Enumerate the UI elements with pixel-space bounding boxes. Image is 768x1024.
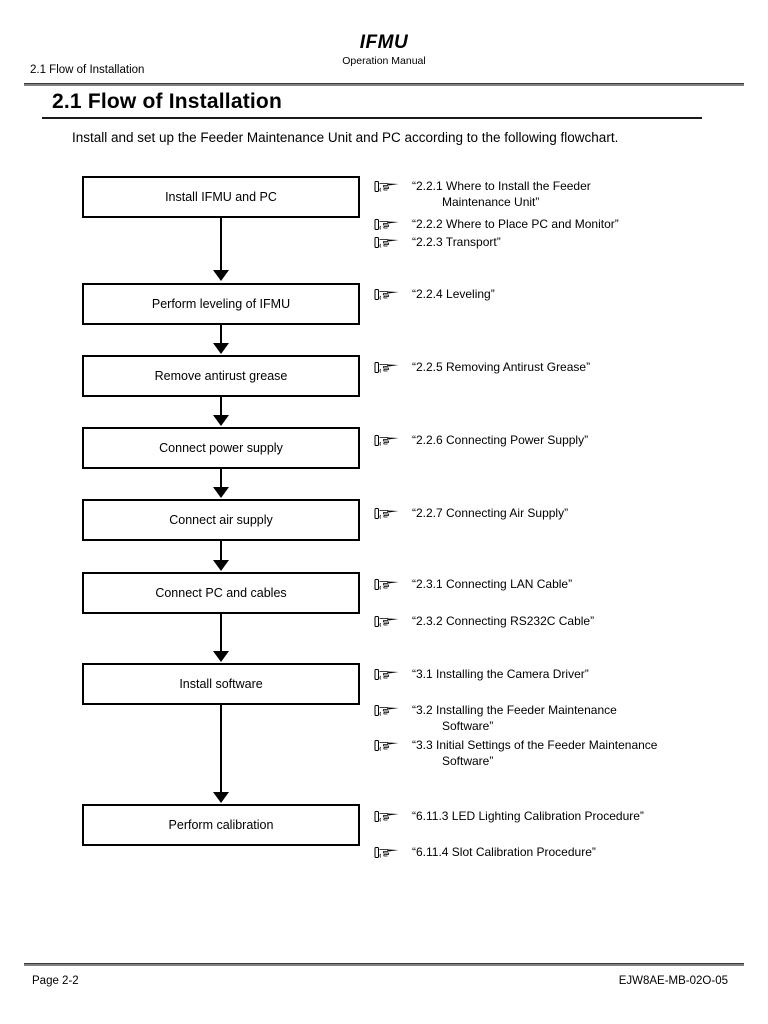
reference-item-2-2-2[interactable]: “2.2.2 Where to Place PC and Monitor” [374,216,619,232]
pointing-hand-icon [374,362,399,373]
reference-text: “3.1 Installing the Camera Driver” [412,667,589,681]
reference-text: “6.11.4 Slot Calibration Procedure” [412,845,596,859]
reference-item-3-1[interactable]: “3.1 Installing the Camera Driver” [374,666,589,682]
flow-box-install-ifmu-and-pc: Install IFMU and PC [82,176,360,218]
reference-item-2-2-5[interactable]: “2.2.5 Removing Antirust Grease” [374,359,590,375]
pointing-hand-icon [374,237,399,248]
pointing-hand-icon [374,219,399,230]
reference-item-6-11-3[interactable]: “6.11.3 LED Lighting Calibration Procedu… [374,808,644,824]
reference-text: “2.2.4 Leveling” [412,287,495,301]
flow-connector-1 [220,218,222,272]
page-number: Page 2-2 [32,975,79,987]
reference-item-2-3-2[interactable]: “2.3.2 Connecting RS232C Cable” [374,613,594,629]
pointing-hand-icon [374,847,399,858]
page-title: 2.1 Flow of Installation [52,90,282,113]
flow-arrowhead-4 [213,487,229,498]
reference-text: “2.2.3 Transport” [412,235,501,249]
reference-text: “2.2.5 Removing Antirust Grease” [412,360,591,374]
flow-connector-7 [220,705,222,793]
flow-box-label: Install IFMU and PC [165,190,277,204]
running-header: 2.1 Flow of Installation [30,64,145,76]
flow-box-label: Remove antirust grease [154,369,288,383]
flow-connector-6 [220,614,222,652]
flow-box-perform-leveling: Perform leveling of IFMU [82,283,360,325]
pointing-hand-icon [374,669,399,680]
title-underline [42,117,702,119]
flow-box-label: Connect air supply [169,513,273,527]
flow-box-label: Perform calibration [168,818,274,832]
flow-box-remove-antirust-grease: Remove antirust grease [82,355,360,397]
pointing-hand-icon [374,705,399,716]
flow-box-connect-air-supply: Connect air supply [82,499,360,541]
header-divider [24,83,744,86]
reference-text: “2.2.6 Connecting Power Supply” [412,433,589,447]
reference-text: “2.2.7 Connecting Air Supply” [412,506,569,520]
reference-text: “2.2.2 Where to Place PC and Monitor” [412,217,619,231]
flow-arrowhead-6 [213,651,229,662]
footer-divider [24,963,744,966]
reference-item-2-2-7[interactable]: “2.2.7 Connecting Air Supply” [374,505,568,521]
reference-item-2-2-4[interactable]: “2.2.4 Leveling” [374,286,495,302]
reference-item-6-11-4[interactable]: “6.11.4 Slot Calibration Procedure” [374,844,596,860]
reference-text: “6.11.3 LED Lighting Calibration Procedu… [412,809,644,823]
flow-box-install-software: Install software [82,663,360,705]
pointing-hand-icon [374,435,399,446]
flow-box-label: Connect power supply [159,441,283,455]
flow-box-label: Perform leveling of IFMU [151,297,291,311]
flow-box-label: Install software [179,677,263,691]
document-subtitle: Operation Manual [342,55,426,67]
pointing-hand-icon [374,181,399,192]
reference-text: “2.3.2 Connecting RS232C Cable” [412,614,595,628]
pointing-hand-icon [374,811,399,822]
flow-box-connect-power-supply: Connect power supply [82,427,360,469]
reference-item-2-2-3[interactable]: “2.2.3 Transport” [374,234,501,250]
flow-arrowhead-2 [213,343,229,354]
flow-arrowhead-1 [213,270,229,281]
document-brand-title: IFMU [359,32,409,53]
flow-box-perform-calibration: Perform calibration [82,804,360,846]
reference-text: “3.3 Initial Settings of the Feeder Main… [412,738,658,768]
flow-connector-5 [220,541,222,561]
intro-paragraph: Install and set up the Feeder Maintenanc… [72,130,619,145]
flow-connector-2 [220,325,222,344]
pointing-hand-icon [374,289,399,300]
pointing-hand-icon [374,508,399,519]
flow-arrowhead-5 [213,560,229,571]
flow-connector-3 [220,397,222,416]
flow-arrowhead-3 [213,415,229,426]
pointing-hand-icon [374,740,399,751]
pointing-hand-icon [374,579,399,590]
reference-item-2-2-6[interactable]: “2.2.6 Connecting Power Supply” [374,432,588,448]
pointing-hand-icon [374,616,399,627]
reference-item-3-3[interactable]: “3.3 Initial Settings of the Feeder Main… [374,737,657,769]
flow-arrowhead-7 [213,792,229,803]
flow-connector-4 [220,469,222,488]
reference-text: “2.3.1 Connecting LAN Cable” [412,577,573,591]
flow-box-connect-pc-and-cables: Connect PC and cables [82,572,360,614]
flow-box-label: Connect PC and cables [155,586,287,600]
document-code: EJW8AE-MB-02O-05 [618,975,728,987]
reference-item-2-3-1[interactable]: “2.3.1 Connecting LAN Cable” [374,576,572,592]
